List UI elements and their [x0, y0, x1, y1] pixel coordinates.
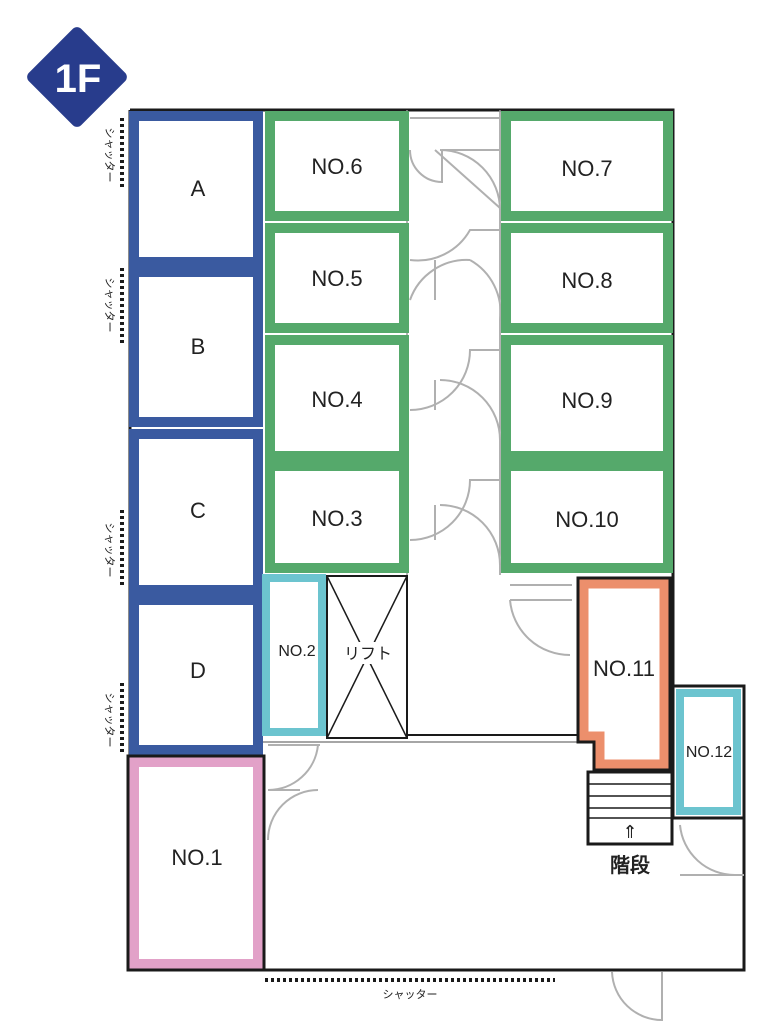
unit-no6[interactable] [265, 111, 409, 221]
unit-no11-wall [576, 576, 672, 772]
unit-no11[interactable] [579, 579, 669, 769]
shutter-label: シャッター [103, 128, 116, 183]
door-arc [439, 379, 501, 441]
unit-B-label: B [191, 334, 206, 359]
shutter-label: シャッター [383, 988, 438, 1001]
unit-B[interactable] [129, 267, 263, 427]
unit-no5[interactable] [265, 223, 409, 333]
unit-no2[interactable] [262, 574, 326, 736]
unit-no1-label: NO.1 [171, 845, 222, 870]
floor-badge: 1F [27, 27, 127, 127]
door-arc [679, 824, 736, 877]
unit-no5-label: NO.5 [311, 266, 362, 291]
door-arc [409, 258, 471, 301]
door-arc [439, 149, 501, 211]
door-arc [439, 504, 501, 566]
unit-no12-wall [671, 684, 746, 820]
unit-no10[interactable] [501, 461, 673, 573]
unit-no7-label: NO.7 [561, 156, 612, 181]
unit-no3-label: NO.3 [311, 506, 362, 531]
unit-no9-label: NO.9 [561, 388, 612, 413]
unit-no8[interactable] [501, 223, 673, 333]
door-arc [267, 789, 319, 841]
unit-no2-label: NO.2 [278, 643, 315, 660]
door-leaf [434, 149, 501, 209]
unit-no10-label: NO.10 [555, 507, 619, 532]
door-arc [409, 149, 443, 184]
corridor-lines [406, 110, 501, 575]
unit-no1-wall [126, 754, 266, 972]
unit-D[interactable] [129, 595, 263, 755]
unit-no12-group: NO.12 [671, 684, 746, 820]
door-arc [509, 599, 571, 657]
stairs-group: ⇑ 階段 [586, 770, 674, 877]
unit-no9[interactable] [501, 335, 673, 461]
unit-no7[interactable] [501, 111, 673, 221]
unit-no11-label: NO.11 [593, 656, 655, 681]
unit-no11-group: NO.11 [576, 576, 672, 772]
unit-no4[interactable] [265, 335, 409, 461]
unit-A[interactable] [129, 111, 263, 267]
shutter-label: シャッター [103, 693, 116, 748]
unit-no2-group: NO.2 [262, 574, 326, 736]
door-arc [611, 971, 663, 1022]
unit-no12[interactable] [676, 689, 741, 815]
shutter-lines [120, 118, 555, 982]
unit-no1[interactable] [129, 757, 263, 969]
units-green-right: NO.7 NO.8 NO.9 NO.10 [501, 111, 673, 573]
lift-group: リフト [326, 575, 408, 739]
units-blue: A B C D [129, 111, 263, 755]
floor-badge-text: 1F [55, 57, 102, 101]
door-arc [409, 229, 500, 262]
units-green-left: NO.6 NO.5 NO.4 NO.3 [265, 111, 409, 573]
unit-A-label: A [191, 176, 206, 201]
unit-no1-group: NO.1 [126, 754, 266, 972]
unit-no3[interactable] [265, 461, 409, 573]
lift-label: リフト [344, 646, 392, 663]
unit-no6-label: NO.6 [311, 154, 362, 179]
unit-C[interactable] [129, 429, 263, 595]
unit-C-label: C [190, 498, 206, 523]
door-arc [267, 744, 319, 792]
stairs-arrow-icon: ⇑ [622, 822, 637, 843]
door-arc [409, 349, 500, 411]
stairs-label: 階段 [610, 853, 650, 877]
unit-no8-label: NO.8 [561, 268, 612, 293]
shutter-label: シャッター [103, 523, 116, 578]
door-arc [469, 259, 502, 321]
shutter-label: シャッター [103, 278, 116, 333]
shutter-labels: シャッター シャッター シャッター シャッター シャッター [103, 128, 438, 1002]
floor-badge-diamond [27, 27, 127, 127]
unit-no4-label: NO.4 [311, 387, 362, 412]
door-arc [409, 479, 500, 541]
unit-D-label: D [190, 658, 206, 683]
door-swings [267, 117, 744, 1022]
unit-no12-label: NO.12 [686, 744, 732, 761]
